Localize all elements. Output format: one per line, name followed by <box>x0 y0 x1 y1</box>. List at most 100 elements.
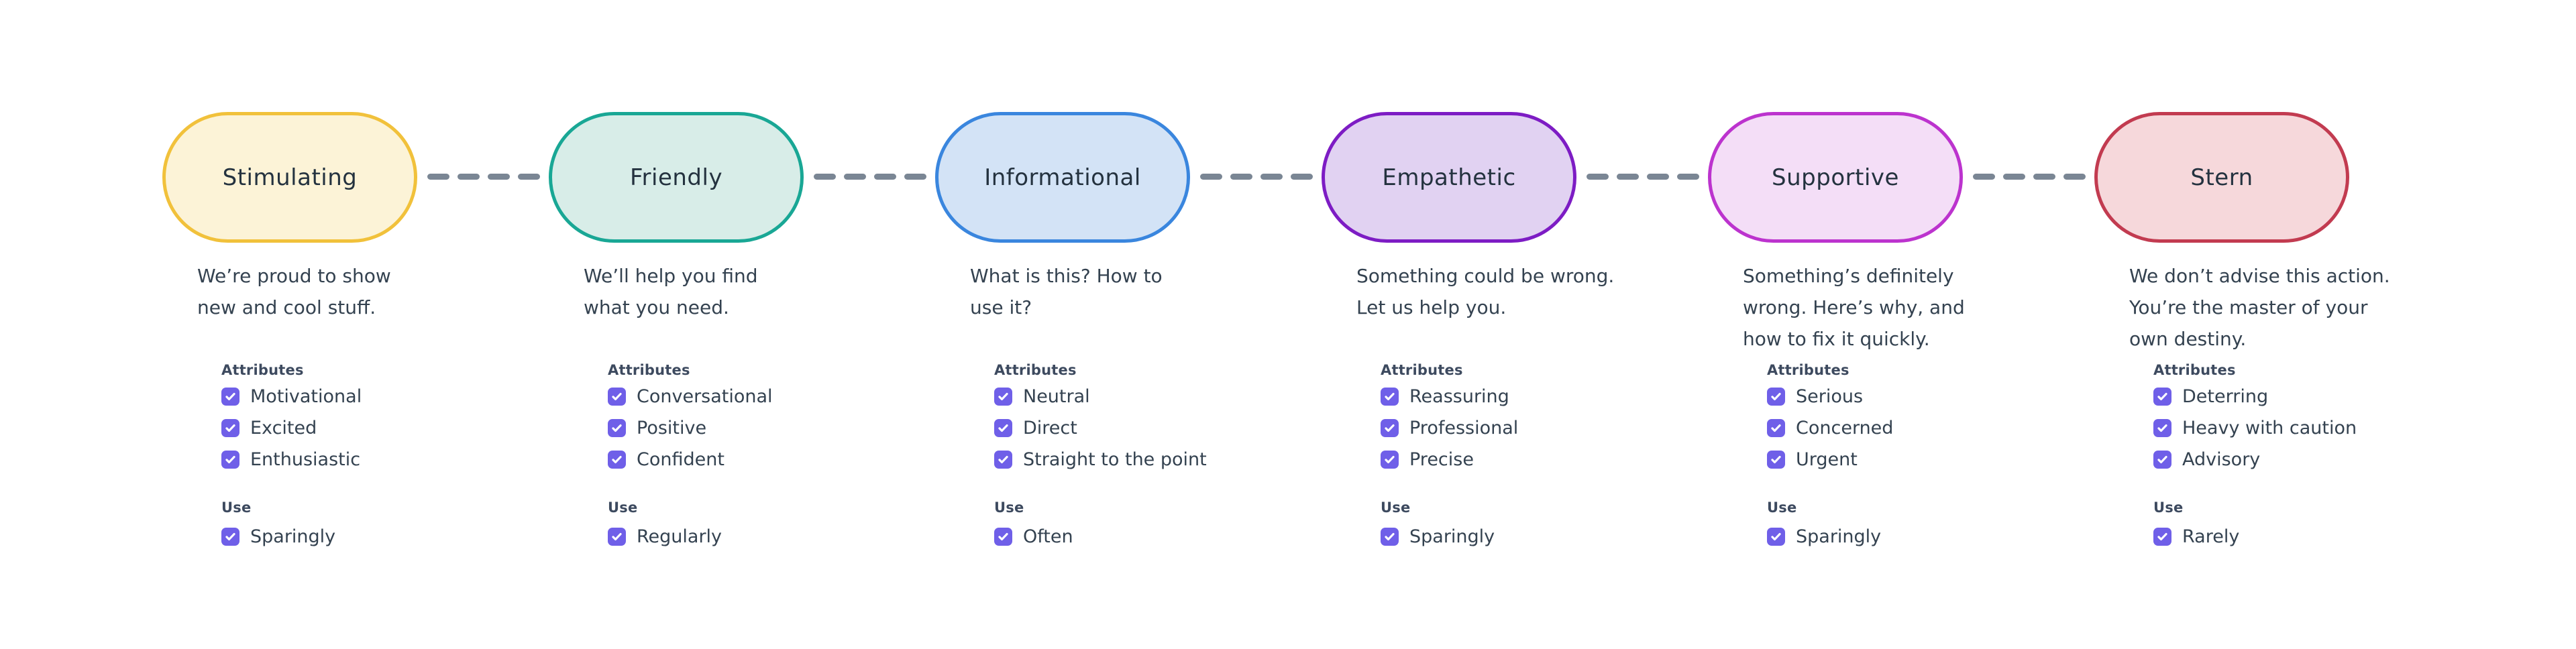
connector-dash <box>427 174 449 180</box>
tone-pill-label: Informational <box>984 164 1141 191</box>
checkbox-checked[interactable] <box>1381 388 1399 406</box>
connector-dash <box>1973 174 1995 180</box>
connector-dash <box>2063 174 2086 180</box>
use-label: Rarely <box>2182 526 2240 547</box>
checkbox-checked[interactable] <box>608 419 626 437</box>
tone-pill: Friendly <box>549 112 804 243</box>
attribute-item: Motivational <box>221 381 362 412</box>
attribute-item: Concerned <box>1767 412 1893 444</box>
attribute-item: Confident <box>608 444 773 475</box>
checkbox-checked[interactable] <box>994 388 1012 406</box>
attributes-heading: Attributes <box>1767 362 1849 378</box>
use-label: Sparingly <box>250 526 336 547</box>
tone-pill: Supportive <box>1708 112 1963 243</box>
attribute-item: Neutral <box>994 381 1207 412</box>
tone-description: Something’s definitely wrong. Here’s why… <box>1743 265 1965 350</box>
attributes-heading: Attributes <box>221 362 304 378</box>
connector-dash <box>458 174 480 180</box>
checkbox-checked[interactable] <box>1767 388 1785 406</box>
connector-2 <box>814 174 926 180</box>
connector-dash <box>814 174 836 180</box>
tone-pill: Stimulating <box>162 112 417 243</box>
attribute-item: Straight to the point <box>994 444 1207 475</box>
checkbox-checked[interactable] <box>1767 451 1785 469</box>
tone-pill-label: Empathetic <box>1382 164 1516 191</box>
connector-dash <box>1677 174 1699 180</box>
attributes-heading: Attributes <box>994 362 1077 378</box>
checkbox-checked[interactable] <box>608 528 626 546</box>
attribute-item: Conversational <box>608 381 773 412</box>
tone-description: We don’t advise this action. You’re the … <box>2129 265 2390 350</box>
attribute-label: Direct <box>1023 418 1077 438</box>
attribute-item: Professional <box>1381 412 1518 444</box>
tone-description: Something could be wrong. Let us help yo… <box>1356 265 1615 318</box>
attribute-label: Confident <box>637 449 724 470</box>
use-heading: Use <box>1381 499 1411 516</box>
checkbox-checked[interactable] <box>1767 419 1785 437</box>
attribute-label: Motivational <box>250 386 362 407</box>
connector-dash <box>1200 174 1222 180</box>
checkbox-checked[interactable] <box>1381 419 1399 437</box>
attribute-label: Conversational <box>637 386 773 407</box>
attribute-item: Advisory <box>2153 444 2357 475</box>
tone-pill-label: Stimulating <box>222 164 358 191</box>
checkbox-checked[interactable] <box>221 419 239 437</box>
tone-column-stern: Stern We don’t advise this action. You’r… <box>2094 0 2481 649</box>
checkbox-checked[interactable] <box>2153 451 2171 469</box>
tone-description: We’ll help you find what you need. <box>584 265 758 318</box>
attribute-label: Reassuring <box>1409 386 1509 407</box>
use-item: Sparingly <box>221 521 335 552</box>
checkbox-checked[interactable] <box>994 528 1012 546</box>
checkbox-checked[interactable] <box>608 388 626 406</box>
tone-pill-label: Friendly <box>629 164 723 191</box>
attribute-label: Enthusiastic <box>250 449 361 470</box>
use-item: Regularly <box>608 521 722 552</box>
connector-dash <box>2033 174 2055 180</box>
attribute-label: Heavy with caution <box>2182 418 2357 438</box>
use-heading: Use <box>608 499 638 516</box>
tone-pill-label: Supportive <box>1772 164 1899 191</box>
checkbox-checked[interactable] <box>1767 528 1785 546</box>
tone-pill: Informational <box>935 112 1190 243</box>
checkbox-checked[interactable] <box>221 528 239 546</box>
attribute-label: Concerned <box>1796 418 1894 438</box>
attribute-label: Neutral <box>1023 386 1090 407</box>
attribute-label: Urgent <box>1796 449 1858 470</box>
tone-column-friendly: Friendly We’ll help you find what you ne… <box>549 0 936 649</box>
connector-dash <box>1230 174 1252 180</box>
attribute-item: Precise <box>1381 444 1518 475</box>
checkbox-checked[interactable] <box>994 451 1012 469</box>
tone-column-informational: Informational What is this? How to use i… <box>935 0 1322 649</box>
attribute-item: Enthusiastic <box>221 444 362 475</box>
use-heading: Use <box>1767 499 1797 516</box>
use-heading: Use <box>221 499 252 516</box>
connector-dash <box>874 174 896 180</box>
tone-pill: Empathetic <box>1322 112 1576 243</box>
use-item: Rarely <box>2153 521 2239 552</box>
connector-5 <box>1973 174 2086 180</box>
connector-dash <box>1587 174 1609 180</box>
checkbox-checked[interactable] <box>221 451 239 469</box>
use-label: Sparingly <box>1796 526 1882 547</box>
attribute-label: Positive <box>637 418 707 438</box>
tone-column-empathetic: Empathetic Something could be wrong. Let… <box>1322 0 1709 649</box>
checkbox-checked[interactable] <box>2153 419 2171 437</box>
checkbox-checked[interactable] <box>2153 388 2171 406</box>
attributes-heading: Attributes <box>2153 362 2236 378</box>
connector-dash <box>1647 174 1669 180</box>
connector-dash <box>518 174 540 180</box>
use-item: Sparingly <box>1381 521 1495 552</box>
checkbox-checked[interactable] <box>2153 528 2171 546</box>
attribute-item: Direct <box>994 412 1207 444</box>
checkbox-checked[interactable] <box>1381 528 1399 546</box>
connector-dash <box>2003 174 2025 180</box>
checkbox-checked[interactable] <box>608 451 626 469</box>
connector-4 <box>1587 174 1699 180</box>
checkbox-checked[interactable] <box>1381 451 1399 469</box>
checkbox-checked[interactable] <box>994 419 1012 437</box>
connector-dash <box>1260 174 1283 180</box>
checkbox-checked[interactable] <box>221 388 239 406</box>
attributes-heading: Attributes <box>1381 362 1463 378</box>
connector-dash <box>488 174 510 180</box>
